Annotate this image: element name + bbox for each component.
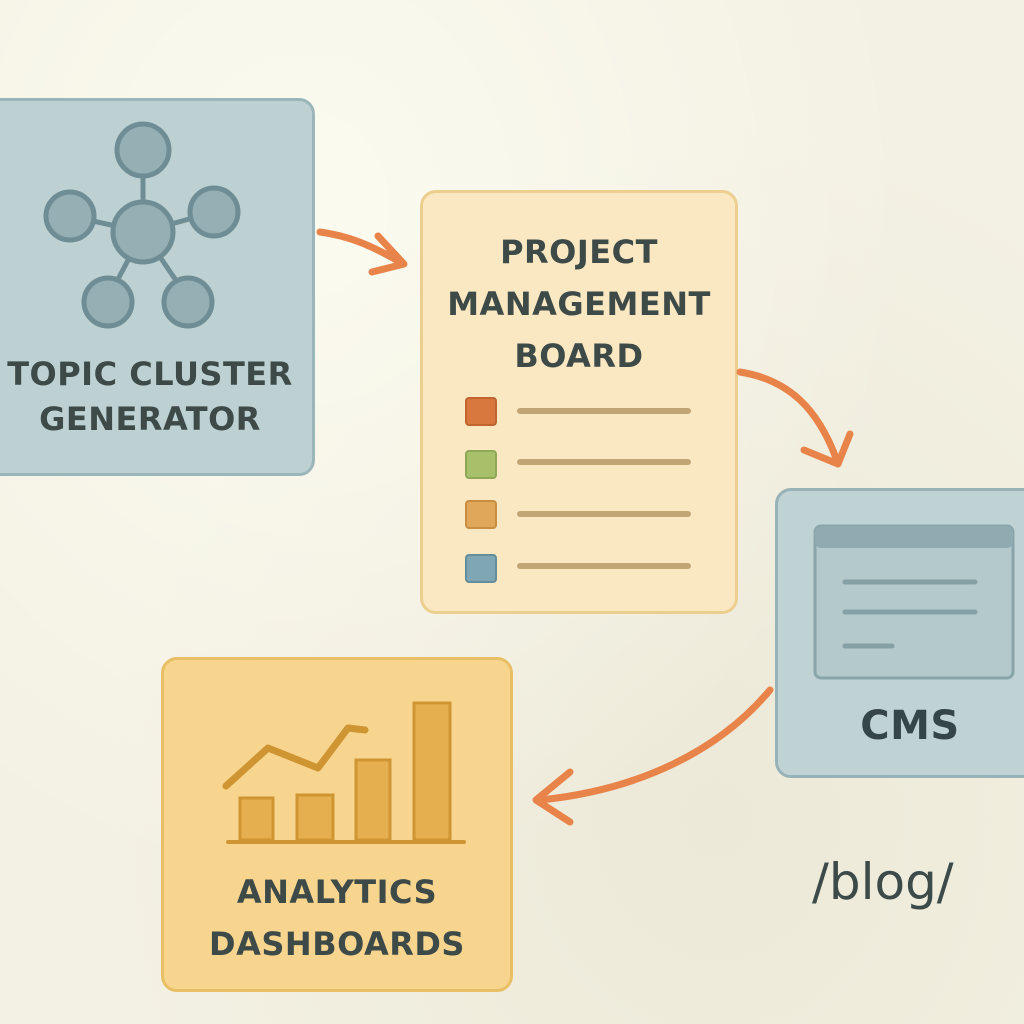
board-label-line-2: MANAGEMENT (447, 285, 711, 323)
arrowhead-topic-to-board (368, 232, 408, 276)
analytics-dashboards-card (161, 657, 513, 992)
checklist-box-2 (465, 450, 497, 479)
board-label-line-3: BOARD (514, 337, 644, 375)
arrow-topic-to-board (316, 228, 404, 266)
topic-label-line-2: GENERATOR (39, 400, 261, 438)
arrow-cms-to-analytics (536, 686, 774, 804)
topic-label-line-1: TOPIC CLUSTER (7, 355, 293, 393)
topic-cluster-generator-label: TOPIC CLUSTER GENERATOR (0, 352, 300, 442)
blog-path-label: /blog/ (812, 853, 954, 911)
checklist-box-1 (465, 397, 497, 426)
board-label-line-1: PROJECT (500, 233, 658, 271)
analytics-label-line-1: ANALYTICS (236, 873, 438, 911)
checklist-icon (465, 397, 691, 583)
project-management-board-card (420, 190, 738, 614)
analytics-dashboards-label: ANALYTICS DASHBOARDS (161, 866, 513, 970)
arrow-board-to-cms (736, 368, 840, 462)
arrowhead-board-to-cms (800, 430, 854, 468)
checklist-box-4 (465, 554, 497, 583)
network-hub-icon (43, 121, 241, 329)
project-management-board-label: PROJECT MANAGEMENT BOARD (420, 226, 738, 382)
cms-label: CMS (860, 703, 960, 749)
browser-window-icon (813, 524, 1015, 680)
flow-arrows (316, 228, 854, 826)
checklist-box-3 (465, 500, 497, 529)
bar-line-chart-icon (222, 701, 466, 844)
analytics-label-line-2: DASHBOARDS (209, 925, 465, 963)
arrowhead-cms-to-analytics (532, 768, 574, 826)
